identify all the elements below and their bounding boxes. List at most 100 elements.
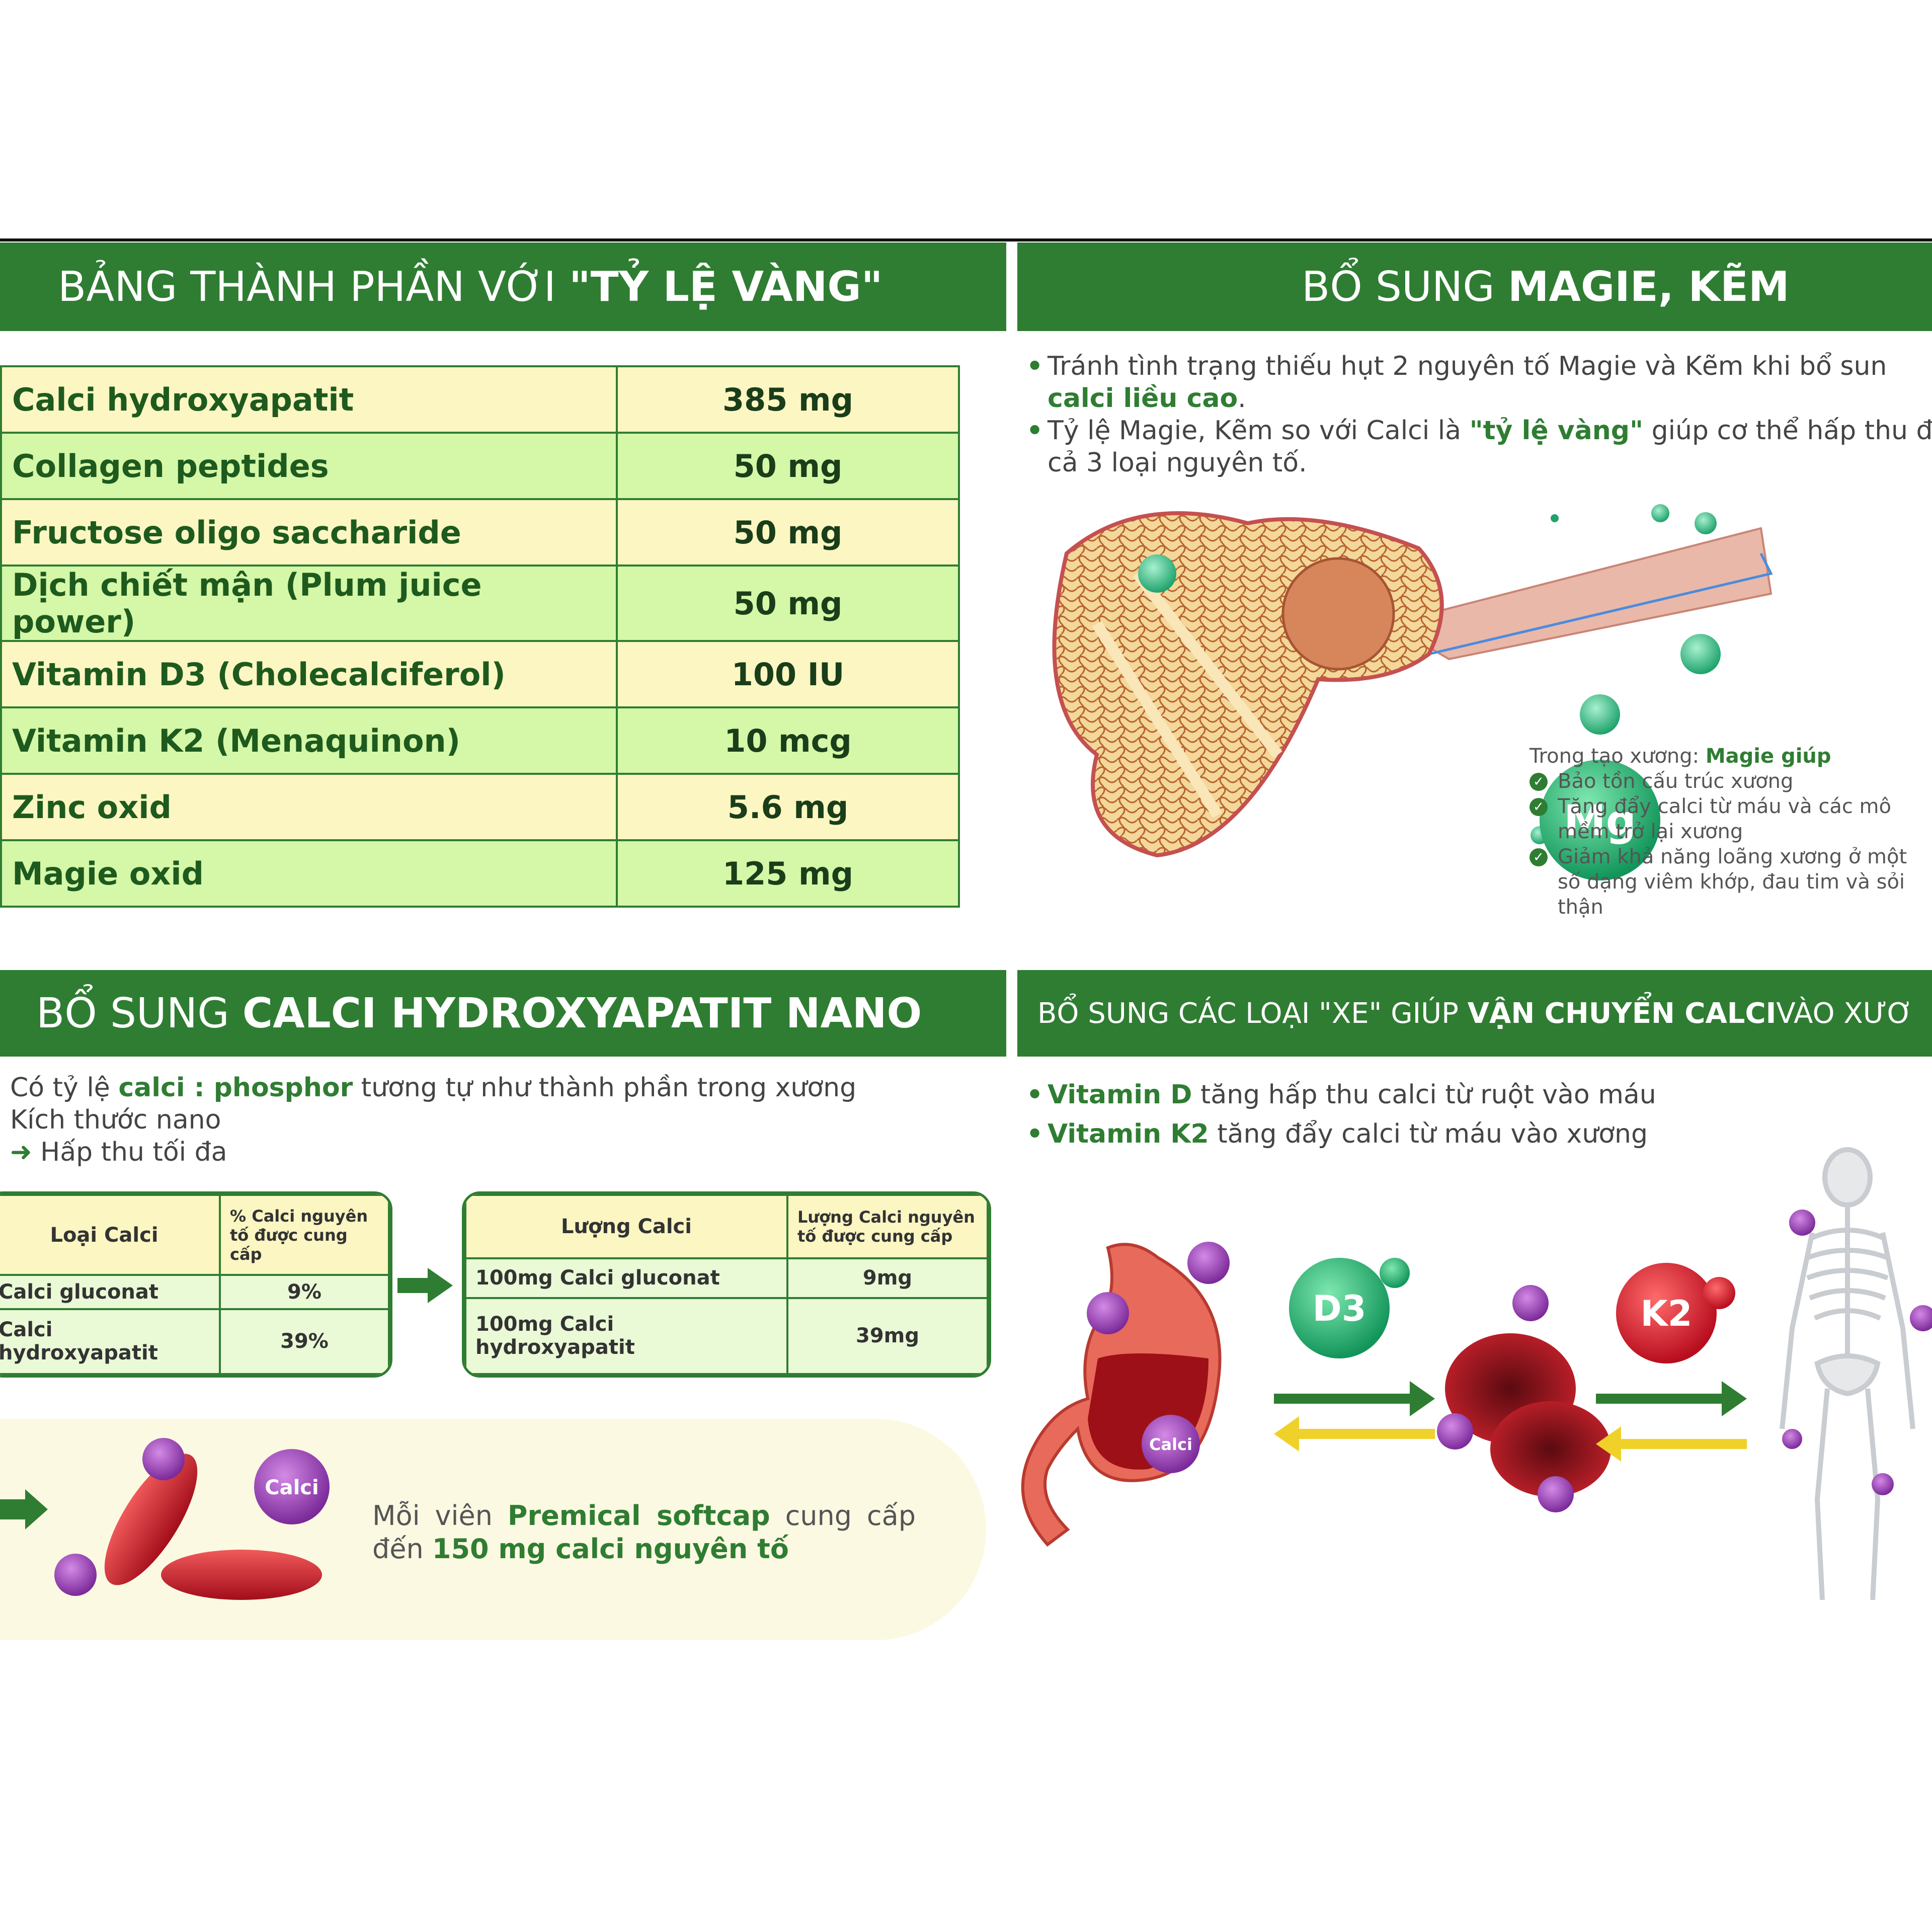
ingredient-value: 50 mg (616, 432, 960, 500)
blood-vessel (1428, 552, 1773, 656)
check-icon: ✓ (1530, 848, 1548, 866)
bone-structure (1092, 570, 1282, 818)
softcap-pill (161, 1550, 322, 1600)
ingredient-name: Collagen peptides (0, 432, 618, 500)
table-cell: 39mg (786, 1297, 989, 1375)
table-row: Vitamin D3 (Cholecalciferol)100 IU (0, 640, 960, 708)
ingredient-name: Vitamin D3 (Cholecalciferol) (0, 640, 618, 708)
bullet-highlight: Vitamin D (1048, 1080, 1192, 1110)
calci-transport-illustration: Calci D3 K2 (1021, 1147, 1932, 1600)
banner-text: BỔ SUNG CÁC LOẠI "XE" GIÚP (1037, 997, 1459, 1030)
nano-description: Có tỷ lệ calci : phosphor tương tự như t… (10, 1072, 856, 1168)
k2-label: K2 (1641, 1293, 1693, 1334)
note-text: Tăng đẩy calci từ máu và các mô mềm trở … (1558, 795, 1891, 843)
ingredient-name: Magie oxid (0, 839, 618, 908)
table-cell: 100mg Calci hydroxyapatit (464, 1297, 788, 1375)
red-blood-cell (1490, 1401, 1611, 1497)
table-cell: 100mg Calci gluconat (464, 1257, 788, 1299)
ingredient-value: 50 mg (616, 498, 960, 567)
check-icon: ✓ (1530, 798, 1548, 816)
d3-label: D3 (1313, 1288, 1366, 1329)
magie-bullets: Tránh tình trạng thiếu hụt 2 nguyên tố M… (1024, 350, 1932, 479)
ingredient-name: Fructose oligo saccharide (0, 498, 618, 567)
bullet-text: tăng đẩy calci từ máu vào xương (1209, 1119, 1648, 1149)
particle (1651, 504, 1669, 522)
ingredient-value: 10 mcg (616, 706, 960, 775)
column-header: Lượng Calci nguyên tố được cung cấp (786, 1194, 989, 1260)
check-icon: ✓ (1530, 773, 1548, 791)
calci-ball (1789, 1210, 1815, 1236)
ingredient-value: 50 mg (616, 565, 960, 642)
softcap-pill (104, 1454, 198, 1585)
nano-text: Hấp thu tối đa (40, 1137, 227, 1167)
note-text: Bảo tồn cấu trúc xương (1558, 770, 1794, 793)
ingredient-name: Calci hydroxyapatit (0, 365, 618, 434)
d3-ball (1289, 1258, 1390, 1358)
note-item: ✓ Tăng đẩy calci từ máu và các mô mềm trở… (1530, 794, 1912, 844)
softcap-text: Mỗi viên Premical softcap cung cấp đến 1… (372, 1499, 916, 1566)
arrow-right-icon: ➜ (10, 1137, 32, 1167)
table-cell: Calci gluconat (0, 1274, 221, 1310)
softcap-highlight: Premical softcap (507, 1500, 770, 1532)
table-row: Vitamin K2 (Menaquinon)10 mcg (0, 706, 960, 775)
bullet-text: Tỷ lệ Magie, Kẽm so với Calci là (1048, 416, 1470, 446)
calci-ball (1872, 1473, 1894, 1495)
calci-ball (1437, 1413, 1473, 1450)
calci-label: Calci (265, 1476, 318, 1499)
arrow-left-icon (1274, 1416, 1435, 1452)
vitamin-bullets: Vitamin D tăng hấp thu calci từ ruột vào… (1024, 1079, 1656, 1150)
marrow (1281, 557, 1395, 671)
bone-shaft (1386, 527, 1773, 661)
d3-small-ball (1380, 1258, 1410, 1288)
calci-ball (254, 1449, 330, 1524)
ingredient-value: 5.6 mg (616, 773, 960, 841)
ingredient-value: 100 IU (616, 640, 960, 708)
calci-ball (1087, 1292, 1129, 1334)
ingredient-value: 385 mg (616, 365, 960, 434)
softcap-illustration: Calci (0, 1438, 330, 1600)
bullet-highlight: "tỷ lệ vàng" (1469, 416, 1644, 446)
note-title: Trong tạo xương: (1530, 745, 1706, 768)
note-text: Giảm khả năng loãng xương ở một số dạng … (1558, 845, 1907, 919)
softcap-text-part: Mỗi viên (372, 1500, 508, 1532)
nano-text: Có tỷ lệ (10, 1073, 119, 1103)
note-item: ✓ Bảo tồn cấu trúc xương (1530, 769, 1912, 794)
calci-ball (1512, 1285, 1549, 1321)
note-item: ✓ Giảm khả năng loãng xương ở một số dạng… (1530, 844, 1912, 920)
arrow-left-icon (1596, 1426, 1747, 1462)
ingredient-name: Dịch chiết mận (Plum juice power) (0, 565, 618, 642)
bullet-item: Tránh tình trạng thiếu hụt 2 nguyên tố M… (1024, 350, 1930, 415)
ingredient-name: Zinc oxid (0, 773, 618, 841)
table-cell: Calci hydroxyapatit (0, 1308, 221, 1375)
calci-ball (1782, 1429, 1802, 1449)
bone-head (1052, 511, 1444, 858)
banner-text-bold: VẬN CHUYỂN CALCI (1467, 997, 1777, 1030)
banner-text-bold: "TỶ LỆ VÀNG" (569, 263, 883, 311)
calci-ball (1142, 1415, 1200, 1473)
nano-text: tương tự như thành phần trong xương (353, 1073, 857, 1103)
calci-ball (1910, 1305, 1932, 1331)
mg-label: Mg (1564, 796, 1636, 845)
bullet-text: cả 3 loại nguyên tố. (1048, 448, 1307, 478)
softcap-highlight: 150 mg calci nguyên tố (432, 1533, 789, 1565)
bullet-text: Tránh tình trạng thiếu hụt 2 nguyên tố M… (1048, 351, 1887, 381)
arrow-right-icon (0, 1489, 48, 1530)
bullet-text: . (1238, 383, 1246, 414)
skeleton (1780, 1147, 1915, 1600)
arrow-right-icon (1596, 1381, 1747, 1416)
calci-ball (1538, 1476, 1574, 1512)
banner-text: BỔ SUNG (36, 989, 229, 1037)
bullet-item: Tỷ lệ Magie, Kẽm so với Calci là "tỷ lệ … (1024, 415, 1932, 479)
particle (1138, 554, 1176, 593)
nano-text: Kích thước nano (10, 1105, 221, 1135)
column-header: Loại Calci (0, 1194, 221, 1276)
